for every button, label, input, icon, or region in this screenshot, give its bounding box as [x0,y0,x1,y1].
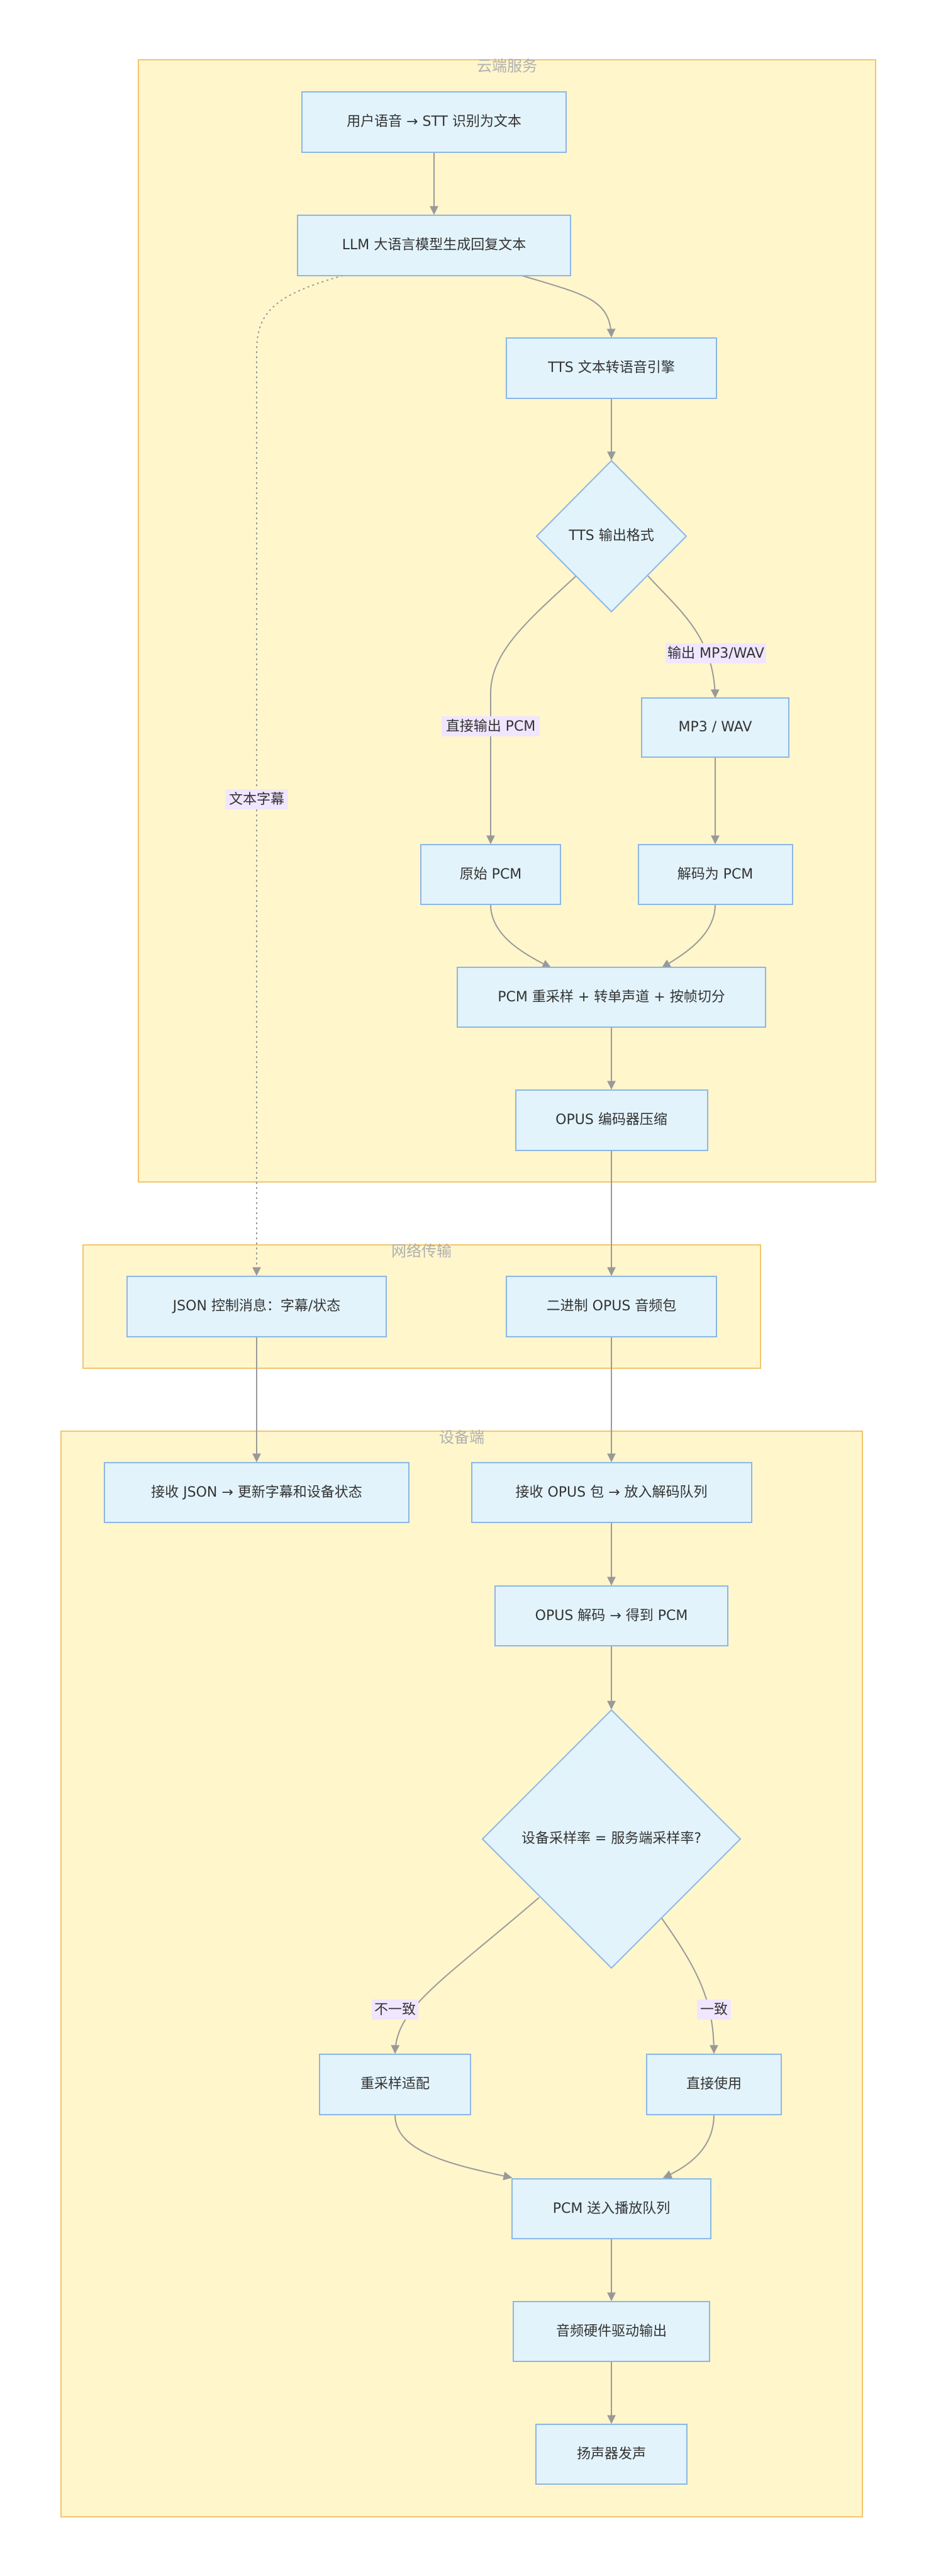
edge-label-match: 一致 [697,1999,731,2020]
edge-labels: 文本字幕 直接输出 PCM 输出 MP3/WAV 不一致 一致 [225,643,766,2020]
edge-direct-queue [662,2114,715,2179]
node-binary-opus: 二进制 OPUS 音频包 [506,1276,717,1337]
node-rate-check: 设备采样率 = 服务端采样率? [481,1709,742,1969]
node-recv-opus: 接收 OPUS 包 → 放入解码队列 [471,1462,752,1523]
node-tts-format: TTS 输出格式 [535,459,688,613]
svg-text:解码为 PCM: 解码为 PCM [677,867,754,882]
svg-text:一致: 一致 [700,2002,728,2018]
svg-text:TTS 文本转语音引擎: TTS 文本转语音引擎 [547,360,674,376]
svg-text:LLM 大语言模型生成回复文本: LLM 大语言模型生成回复文本 [342,237,526,253]
svg-text:JSON 控制消息：字幕/状态: JSON 控制消息：字幕/状态 [172,1298,341,1314]
cluster-device: 设备端 [60,1429,863,2517]
cluster-network-label: 网络传输 [391,1242,452,1260]
edge-format-rawpcm [486,575,577,845]
edge-label-direct-pcm: 直接输出 PCM [442,716,540,736]
node-hw-output: 音频硬件驱动输出 [513,2301,710,2362]
edge-label-subtitle: 文本字幕 [225,789,288,809]
edge-format-mp3 [647,575,720,699]
node-resample-adapt: 重采样适配 [319,2054,471,2115]
svg-text:MP3 / WAV: MP3 / WAV [679,719,752,735]
node-opus-encode: OPUS 编码器压缩 [515,1089,708,1151]
svg-text:PCM 送入播放队列: PCM 送入播放队列 [553,2201,671,2217]
node-json-msg: JSON 控制消息：字幕/状态 [126,1276,387,1337]
node-decode-pcm: 解码为 PCM [638,844,793,905]
svg-text:直接输出 PCM: 直接输出 PCM [446,719,536,734]
edge-llm-json [252,275,343,1276]
node-mp3wav: MP3 / WAV [641,697,789,758]
node-use-direct: 直接使用 [646,2054,782,2115]
svg-text:设备采样率 = 服务端采样率?: 设备采样率 = 服务端采样率? [521,1831,701,1847]
svg-text:接收 JSON → 更新字幕和设备状态: 接收 JSON → 更新字幕和设备状态 [151,1485,362,1500]
edges [252,152,720,2424]
node-llm: LLM 大语言模型生成回复文本 [297,215,571,276]
edge-ratecheck-resample [391,1897,540,2054]
svg-text:OPUS 解码 → 得到 PCM: OPUS 解码 → 得到 PCM [535,1608,688,1624]
node-resample-frame: PCM 重采样 + 转单声道 + 按帧切分 [457,967,766,1028]
cluster-cloud-label: 云端服务 [477,57,537,75]
node-play-queue: PCM 送入播放队列 [511,2178,711,2239]
edge-decode-resample [661,904,716,968]
svg-text:OPUS 编码器压缩: OPUS 编码器压缩 [555,1112,667,1128]
node-recv-json: 接收 JSON → 更新字幕和设备状态 [104,1462,410,1523]
node-raw-pcm: 原始 PCM [420,844,561,905]
svg-text:直接使用: 直接使用 [686,2076,742,2092]
svg-text:扬声器发声: 扬声器发声 [577,2446,646,2462]
svg-text:用户语音 → STT 识别为文本: 用户语音 → STT 识别为文本 [347,114,521,130]
edge-rawpcm-resample [490,904,552,968]
edge-llm-tts [521,275,616,338]
node-stt: 用户语音 → STT 识别为文本 [301,91,567,153]
svg-text:输出 MP3/WAV: 输出 MP3/WAV [667,646,764,661]
svg-text:TTS 输出格式: TTS 输出格式 [568,528,654,544]
svg-text:不一致: 不一致 [374,2002,416,2018]
svg-text:二进制 OPUS 音频包: 二进制 OPUS 音频包 [547,1298,677,1314]
nodes: 用户语音 → STT 识别为文本 LLM 大语言模型生成回复文本 TTS 文本转… [104,91,793,2485]
svg-text:音频硬件驱动输出: 音频硬件驱动输出 [556,2324,667,2339]
node-tts: TTS 文本转语音引擎 [506,337,717,399]
edge-resample-queue [394,2114,513,2181]
svg-text:重采样适配: 重采样适配 [360,2076,430,2092]
svg-text:文本字幕: 文本字幕 [229,792,284,807]
edge-label-mismatch: 不一致 [372,1999,418,2020]
svg-text:接收 OPUS 包 → 放入解码队列: 接收 OPUS 包 → 放入解码队列 [515,1485,707,1500]
edge-label-output-mp3: 输出 MP3/WAV [666,643,766,663]
node-opus-decode: OPUS 解码 → 得到 PCM [494,1585,728,1646]
cluster-device-label: 设备端 [439,1429,484,1446]
edge-ratecheck-direct [661,1918,718,2054]
svg-text:PCM 重采样 + 转单声道 + 按帧切分: PCM 重采样 + 转单声道 + 按帧切分 [498,989,725,1005]
svg-text:原始 PCM: 原始 PCM [460,867,522,882]
node-speaker: 扬声器发声 [535,2424,688,2485]
